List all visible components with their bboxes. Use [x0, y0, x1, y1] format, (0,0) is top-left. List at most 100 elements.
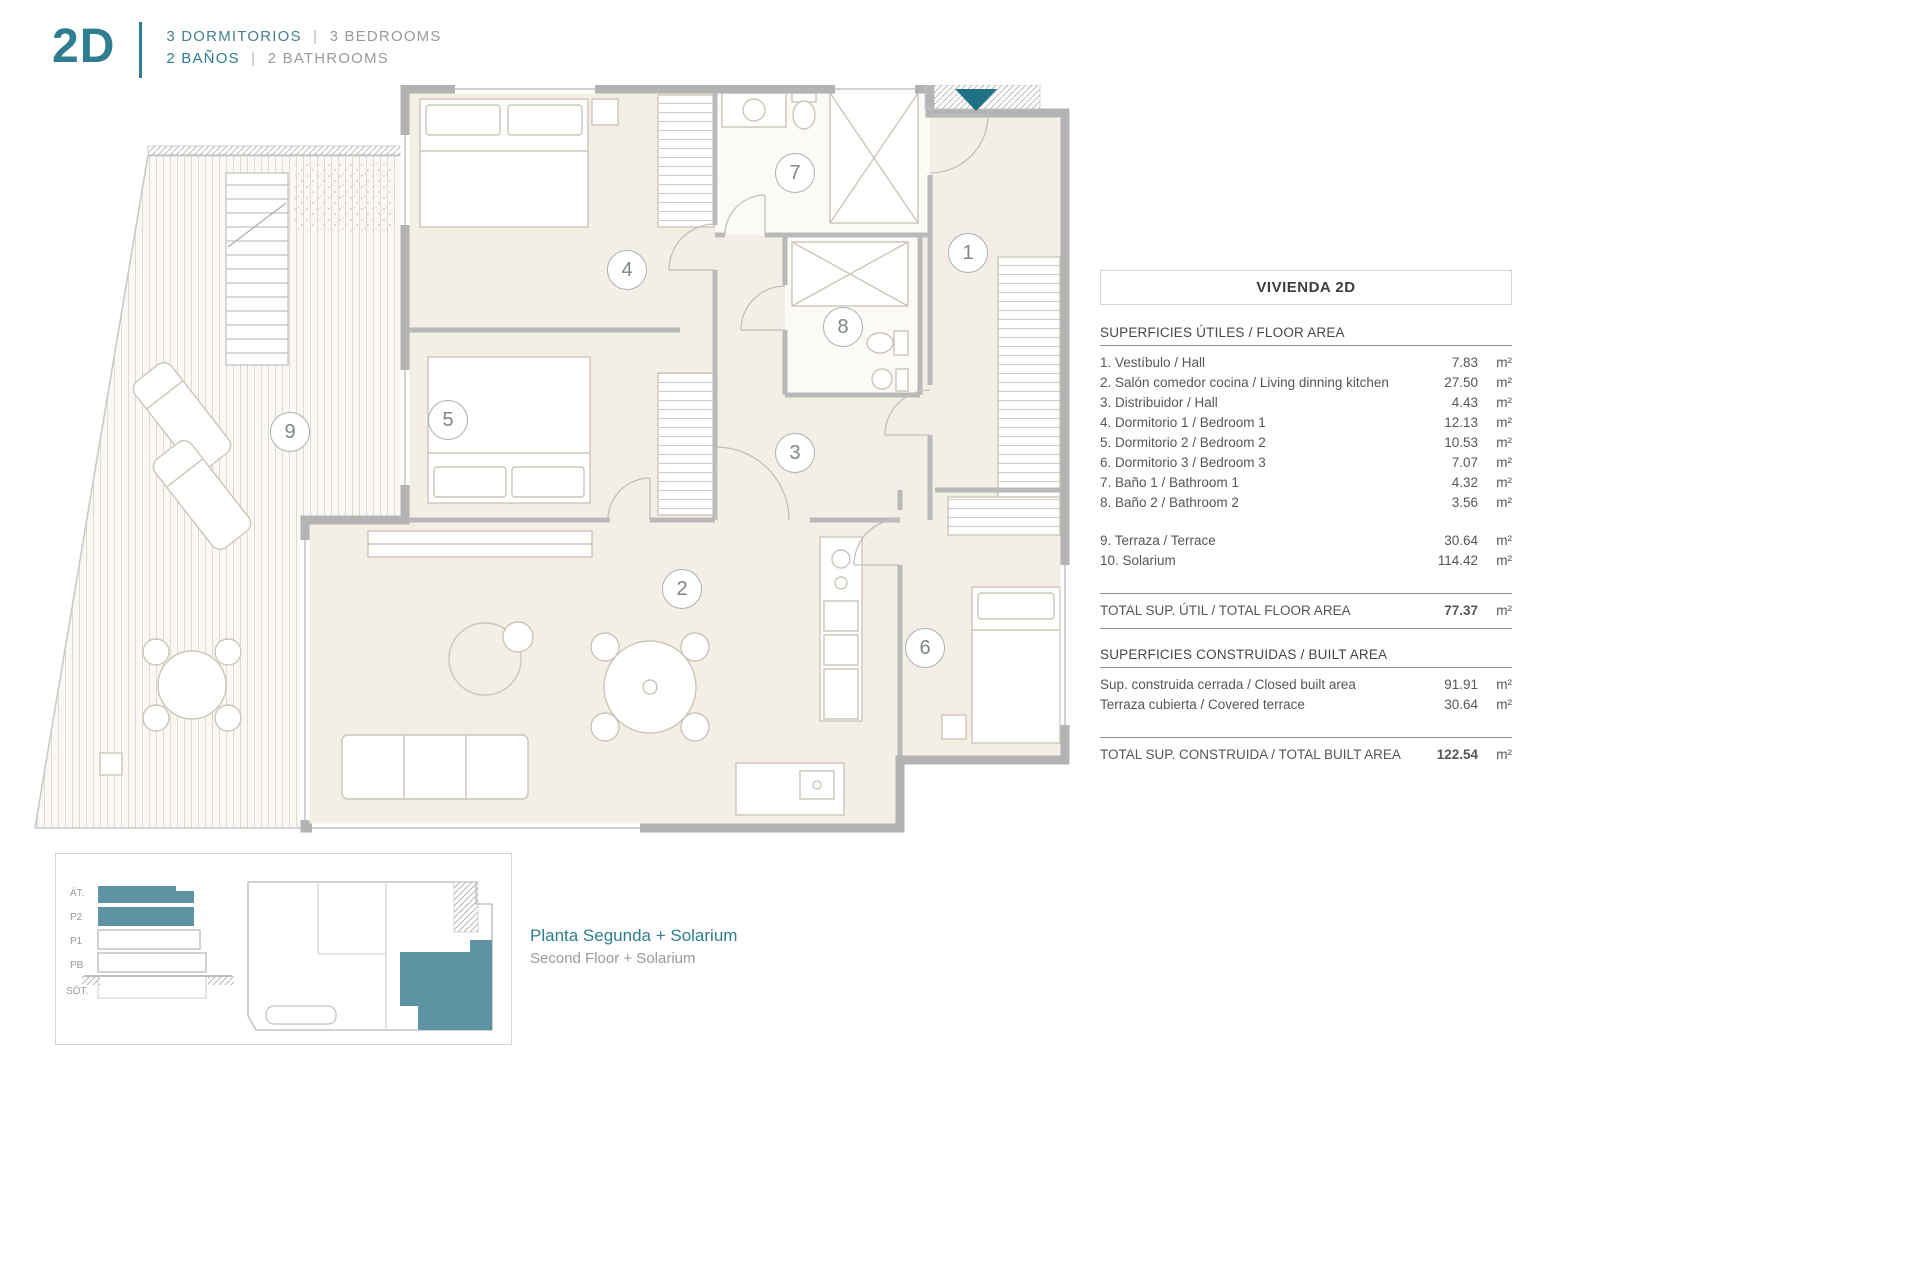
bathrooms-en: 2 BATHROOMS	[267, 50, 389, 67]
row-unit: m²	[1496, 495, 1512, 510]
row-unit: m²	[1496, 475, 1512, 490]
row-value: 30.64	[1444, 697, 1478, 712]
planter-gravel	[292, 163, 395, 231]
unit-code: 2D	[52, 20, 116, 73]
table-row: 9. Terraza / Terrace 30.64 m²	[1100, 531, 1512, 551]
ground-hatch	[82, 976, 100, 985]
row-label: 4. Dormitorio 1 / Bedroom 1	[1100, 415, 1266, 430]
shower-icon	[829, 92, 919, 224]
level-outline	[97, 952, 207, 973]
table-row: 5. Dormitorio 2 / Bedroom 2 10.53 m²	[1100, 433, 1512, 453]
pool-outline	[265, 1005, 337, 1025]
room-number-2: 2	[662, 569, 702, 609]
wardrobe-icon	[947, 496, 1061, 536]
room-number-1: 1	[948, 233, 988, 273]
bedrooms-es: 3 DORMITORIOS	[166, 28, 302, 45]
plan-caption: Planta Segunda + Solarium Second Floor +…	[530, 924, 737, 970]
bed-icon	[419, 98, 589, 228]
level-label: ÁT.	[70, 886, 84, 899]
door-swings	[607, 114, 989, 566]
terrace-railing	[147, 145, 406, 157]
furniture	[341, 92, 1061, 816]
separator: |	[313, 28, 319, 45]
table-row: 8. Baño 2 / Bathroom 2 3.56 m²	[1100, 493, 1512, 513]
row-value: 3.56	[1451, 495, 1478, 510]
rug-icon	[448, 622, 522, 696]
row-value: 114.42	[1437, 553, 1478, 568]
total-unit: m²	[1496, 603, 1512, 618]
row-unit: m²	[1496, 455, 1512, 470]
table-row: 1. Vestíbulo / Hall 7.83 m²	[1100, 353, 1512, 373]
bed-icon	[971, 586, 1061, 744]
side-table-icon	[502, 621, 534, 653]
row-value: 12.13	[1444, 415, 1478, 430]
header: 2D 3 DORMITORIOS | 3 BEDROOMS 2 BAÑOS | …	[52, 18, 442, 78]
level-label: P2	[70, 912, 83, 923]
row-label: 10. Solarium	[1100, 553, 1176, 568]
table-row: 10. Solarium 114.42 m²	[1100, 551, 1512, 571]
row-label: 3. Distribuidor / Hall	[1100, 395, 1218, 410]
wardrobe-icon	[657, 94, 715, 228]
level-label: SÓT.	[66, 984, 88, 997]
row-label: Sup. construida cerrada / Closed built a…	[1100, 677, 1356, 692]
highlighted-level	[98, 886, 176, 903]
bathrooms-es: 2 BAÑOS	[166, 50, 240, 67]
header-divider	[139, 22, 143, 78]
total-value: 122.54	[1436, 747, 1478, 762]
toilet-icon	[866, 330, 909, 356]
row-label: 7. Baño 1 / Bathroom 1	[1100, 475, 1239, 490]
total-unit: m²	[1496, 747, 1512, 762]
nightstand-icon	[941, 714, 967, 740]
row-unit: m²	[1496, 533, 1512, 548]
room-number-5: 5	[428, 400, 468, 440]
row-value: 7.07	[1451, 455, 1478, 470]
row-value: 7.83	[1451, 355, 1478, 370]
dining-table-icon	[590, 632, 710, 742]
row-unit: m²	[1496, 553, 1512, 568]
bathroom-sink-icon	[871, 368, 909, 392]
sun-lounger-icon	[132, 362, 232, 472]
outdoor-table-icon	[142, 638, 242, 732]
level-label: P1	[70, 936, 83, 947]
nightstand-icon	[591, 98, 619, 126]
bed-icon	[427, 356, 591, 504]
room-number-6: 6	[905, 628, 945, 668]
ground-hatch	[208, 976, 234, 985]
row-label: Terraza cubierta / Covered terrace	[1100, 697, 1305, 712]
bathrooms-line: 2 BAÑOS | 2 BATHROOMS	[166, 48, 441, 70]
row-label: 5. Dormitorio 2 / Bedroom 2	[1100, 435, 1266, 450]
table-row: Terraza cubierta / Covered terrace 30.64…	[1100, 695, 1512, 715]
terrace-furniture	[99, 362, 252, 776]
area-table: VIVIENDA 2D SUPERFICIES ÚTILES / FLOOR A…	[1100, 270, 1512, 772]
entrance-marker-icon	[955, 89, 997, 111]
room-number-3: 3	[775, 433, 815, 473]
building-section: ÁT. P2 P1 PB SÓT.	[66, 886, 234, 999]
total-value: 77.37	[1444, 603, 1478, 618]
stair-core	[453, 881, 479, 933]
row-label: 6. Dormitorio 3 / Bedroom 3	[1100, 455, 1266, 470]
header-subtitle: 3 DORMITORIOS | 3 BEDROOMS 2 BAÑOS | 2 B…	[166, 18, 441, 70]
row-unit: m²	[1496, 375, 1512, 390]
row-value: 10.53	[1444, 435, 1478, 450]
kitchen-counter-icon	[819, 536, 863, 722]
room-number-7: 7	[775, 153, 815, 193]
room-number-4: 4	[607, 250, 647, 290]
plant-pot-icon	[99, 752, 123, 776]
bedrooms-en: 3 BEDROOMS	[329, 28, 442, 45]
row-unit: m²	[1496, 677, 1512, 692]
row-value: 91.91	[1444, 677, 1478, 692]
total-floor-area-row: TOTAL SUP. ÚTIL / TOTAL FLOOR AREA 77.37…	[1100, 593, 1512, 629]
row-label: 8. Baño 2 / Bathroom 2	[1100, 495, 1239, 510]
windows	[300, 85, 1070, 833]
row-value: 30.64	[1444, 533, 1478, 548]
interior-walls	[405, 89, 1065, 760]
key-plan-drawing: ÁT. P2 P1 PB SÓT.	[66, 881, 493, 1031]
row-unit: m²	[1496, 435, 1512, 450]
floor-plan: 1 2 3 4 5 6 7 8 9	[30, 85, 1070, 845]
toilet-icon	[791, 92, 817, 130]
highlighted-unit	[400, 940, 492, 1030]
table-row: Sup. construida cerrada / Closed built a…	[1100, 675, 1512, 695]
highlighted-level	[176, 891, 194, 903]
caption-en: Second Floor + Solarium	[530, 950, 696, 967]
total-label: TOTAL SUP. ÚTIL / TOTAL FLOOR AREA	[1100, 603, 1351, 618]
